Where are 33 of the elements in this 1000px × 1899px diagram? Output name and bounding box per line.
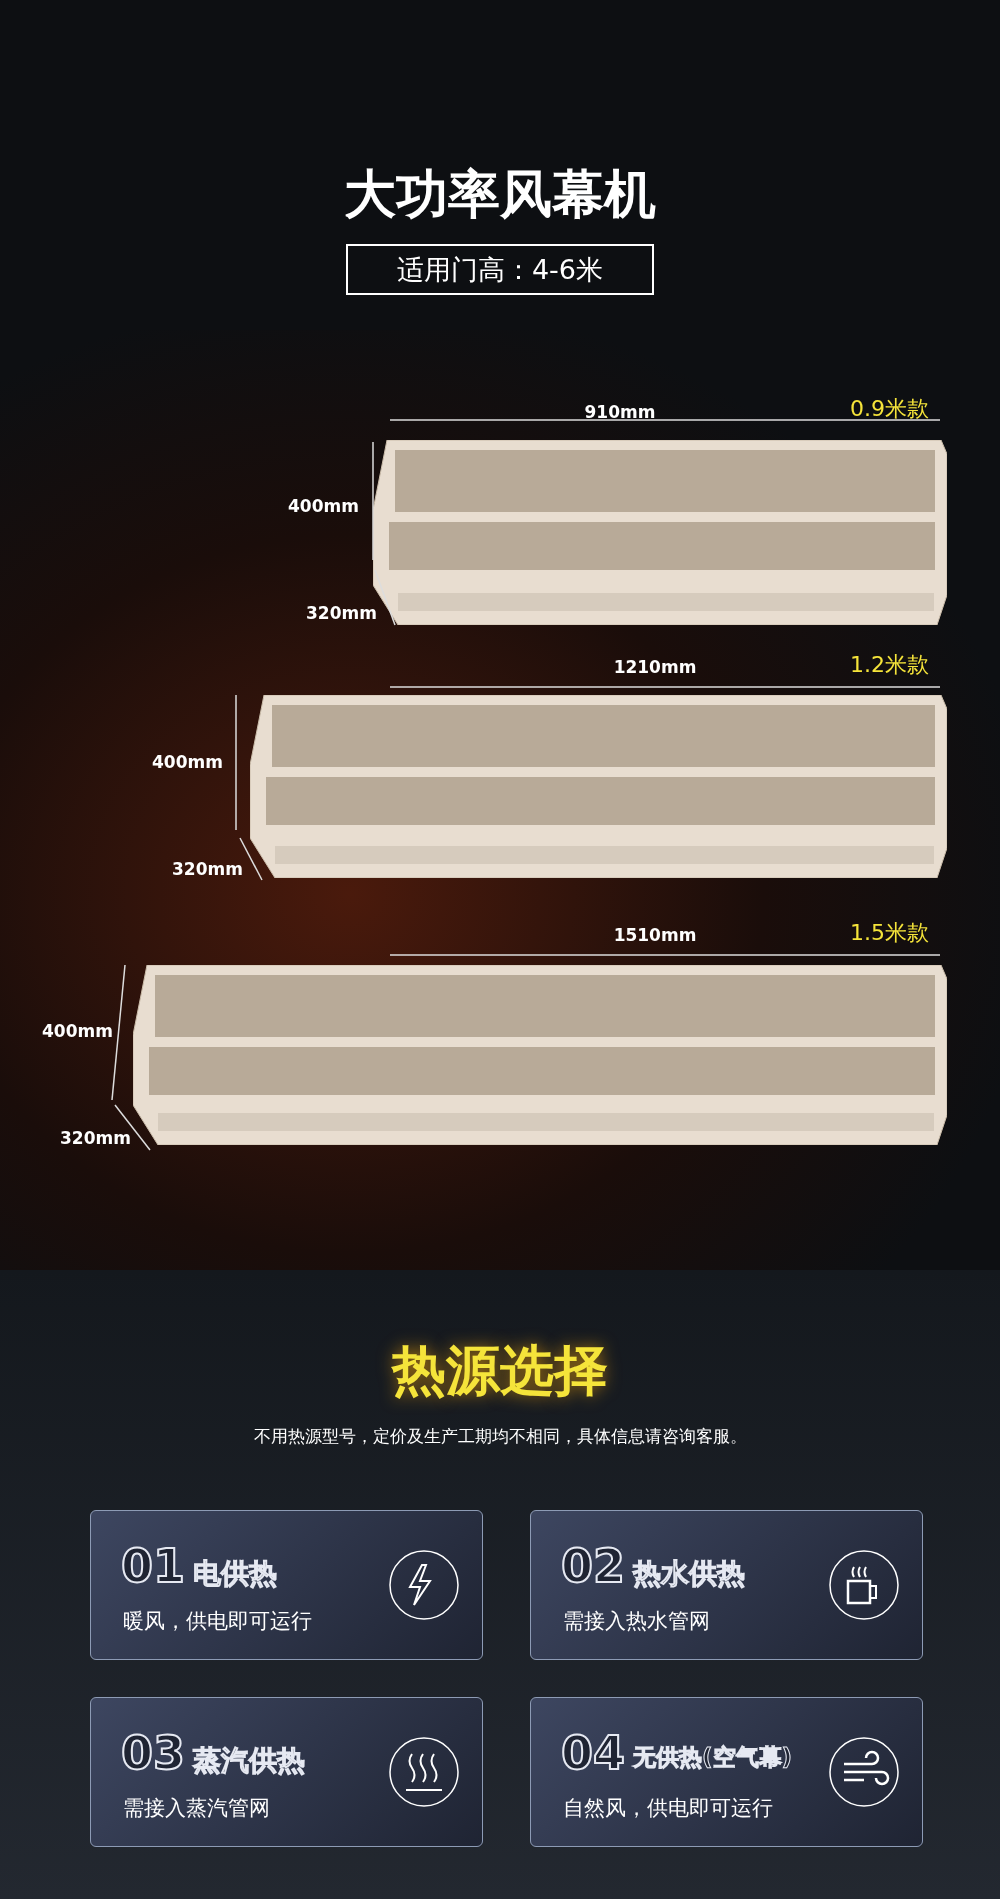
dimension-label: 400mm xyxy=(42,1021,113,1041)
dimension-label: 320mm xyxy=(172,859,243,879)
option-card xyxy=(90,1697,483,1847)
option-card xyxy=(530,1697,923,1847)
option-title: 电供热 xyxy=(193,1556,277,1592)
option-card xyxy=(530,1510,923,1660)
option-title: 无供热(空气幕) xyxy=(633,1743,793,1772)
page-title: 大功率风幕机 xyxy=(343,163,657,226)
dimension-label: 400mm xyxy=(288,496,359,516)
section-heading: 热源选择 xyxy=(392,1338,608,1404)
option-number: 04 xyxy=(561,1726,625,1780)
dimension-label: 910mm xyxy=(584,402,656,422)
dimension-label: 1210mm xyxy=(613,657,697,677)
option-number: 03 xyxy=(121,1726,185,1780)
model-label: 1.2米款 xyxy=(850,651,929,679)
option-card xyxy=(90,1510,483,1660)
option-title: 蒸汽供热 xyxy=(193,1743,305,1779)
dimension-label: 320mm xyxy=(60,1128,131,1148)
info-box xyxy=(346,244,654,295)
option-description: 需接入蒸汽管网 xyxy=(123,1795,270,1822)
model-label: 0.9米款 xyxy=(850,395,929,423)
dimension-label: 320mm xyxy=(306,603,377,623)
option-description: 需接入热水管网 xyxy=(563,1608,710,1635)
option-number: 02 xyxy=(561,1539,625,1593)
option-number: 01 xyxy=(121,1539,185,1593)
dimension-label: 400mm xyxy=(152,752,223,772)
box-text: 适用门高：4-6米 xyxy=(396,252,604,287)
option-description: 暖风，供电即可运行 xyxy=(123,1608,312,1635)
dimension-label: 1510mm xyxy=(613,925,697,945)
option-title: 热水供热 xyxy=(633,1556,745,1592)
model-label: 1.5米款 xyxy=(850,919,929,947)
section-note: 不用热源型号，定价及生产工期均不相同，具体信息请咨询客服。 xyxy=(253,1425,747,1448)
option-description: 自然风，供电即可运行 xyxy=(563,1795,773,1822)
